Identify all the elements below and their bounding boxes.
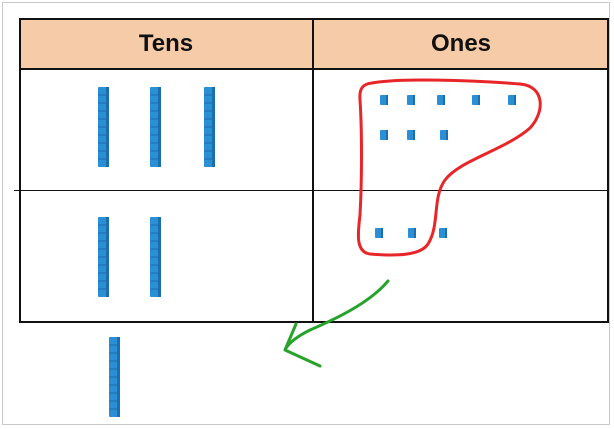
header-bottom-border [19, 68, 609, 70]
one-cube [439, 228, 447, 238]
one-cubes [375, 95, 516, 238]
one-cube [407, 95, 415, 105]
ten-rods [98, 87, 215, 417]
one-cube [508, 95, 516, 105]
table-left-border [19, 18, 21, 323]
arrow-head [283, 322, 322, 368]
ten-rod [98, 217, 109, 297]
ten-rod [98, 87, 109, 167]
row-divider [14, 190, 609, 191]
ten-rod [204, 87, 215, 167]
one-cube [407, 130, 415, 140]
carried-ten-rod [109, 337, 120, 417]
arrow-annotation [284, 279, 390, 350]
ten-rod [150, 87, 161, 167]
ten-rod [150, 217, 161, 297]
tens-header: Tens [20, 19, 312, 69]
worksheet-frame [2, 2, 610, 425]
one-cube [437, 95, 445, 105]
ones-header: Ones [314, 19, 608, 69]
table-top-border [19, 18, 609, 20]
column-divider [312, 18, 314, 323]
one-cube [408, 228, 416, 238]
one-cube [375, 228, 383, 238]
one-cube [380, 130, 388, 140]
table-bottom-border [19, 321, 609, 323]
one-cube [472, 95, 480, 105]
one-cube [380, 95, 388, 105]
one-cube [440, 130, 448, 140]
circle-annotation [356, 78, 542, 257]
table-right-border [607, 18, 609, 323]
